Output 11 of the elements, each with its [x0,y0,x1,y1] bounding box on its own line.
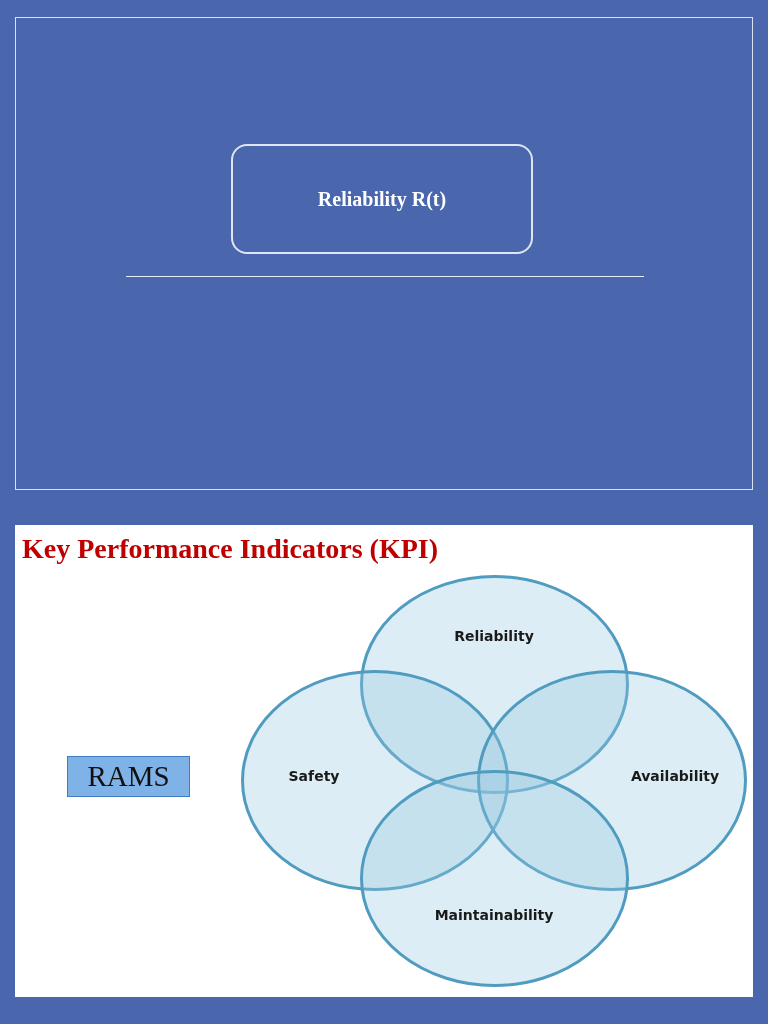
content-panel [15,525,753,997]
ellipse-label: Availability [630,768,720,784]
acronym-box: RAMS [67,756,190,797]
panel-heading: Key Performance Indicators (KPI) [22,533,438,565]
title-box: Reliability R(t) [231,144,533,254]
ellipse-label: Safety [288,768,340,784]
venn-ellipse [360,770,629,987]
venn-ellipse [477,670,747,891]
ellipse-label: Reliability [454,628,534,644]
ellipse-label: Maintainability [434,907,554,923]
slide-frame [15,17,753,490]
